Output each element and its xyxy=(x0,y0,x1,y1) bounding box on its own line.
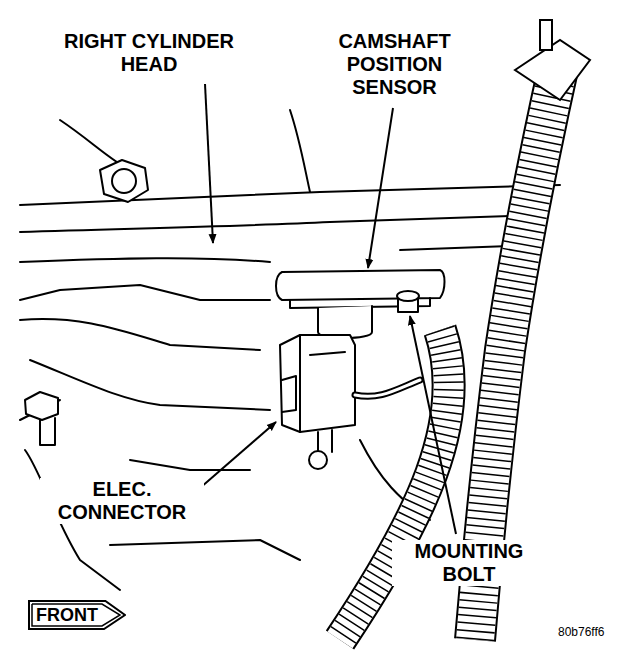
part-label: RIGHT CYLINDER HEAD xyxy=(42,30,256,76)
part-label: CAMSHAFT POSITION SENSOR xyxy=(325,30,464,99)
direction-arrow: FRONT xyxy=(28,600,126,630)
direction-label: FRONT xyxy=(28,600,126,630)
part-label: ELEC. CONNECTOR xyxy=(40,478,204,524)
figure-code: 80b76ff6 xyxy=(556,626,640,640)
part-label: MOUNTING BOLT xyxy=(392,540,546,586)
